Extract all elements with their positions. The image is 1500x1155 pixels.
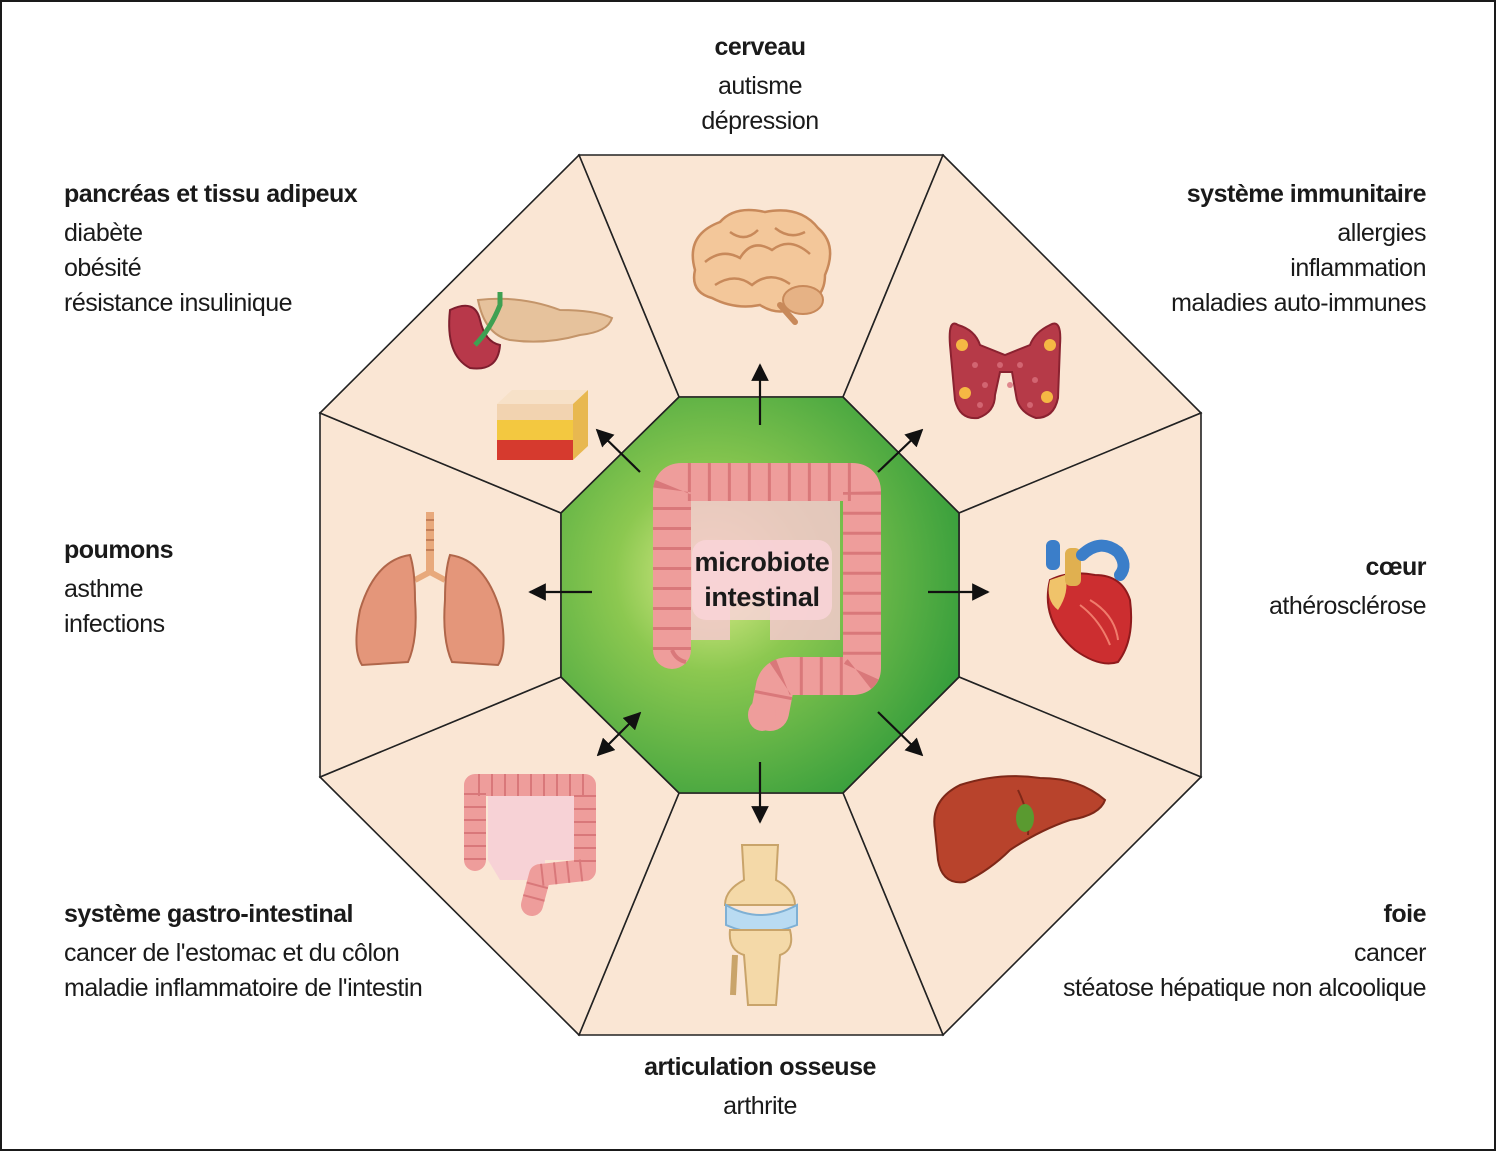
label-poumons-item: infections	[64, 610, 165, 638]
arrow-up-left	[595, 428, 641, 473]
label-cerveau: cerveau autisme dépression	[610, 30, 910, 139]
arrow-down-right	[877, 711, 924, 757]
label-foie-item: stéatose hépatique non alcoolique	[1063, 974, 1426, 1002]
label-gastro-item: cancer de l'estomac et du côlon	[64, 939, 400, 967]
intestine-icon	[464, 774, 596, 916]
label-coeur-title: cœur	[1365, 553, 1427, 581]
label-gastro: système gastro-intestinal cancer de l'es…	[64, 897, 524, 1006]
center-label-line1: microbiote	[694, 547, 829, 577]
label-immunitaire-item: allergies	[1337, 219, 1426, 247]
center-label-line2: intestinal	[704, 582, 820, 612]
adipose-tissue-icon	[497, 390, 588, 460]
label-cerveau-item: autisme	[717, 72, 803, 100]
label-foie-title: foie	[1383, 900, 1427, 928]
label-poumons-title: poumons	[64, 536, 174, 564]
outer-segments	[318, 153, 1203, 1037]
arrows	[528, 363, 990, 824]
label-immunitaire: système immunitaire allergies inflammati…	[1066, 177, 1426, 321]
label-poumons-item: asthme	[64, 575, 143, 603]
heart-icon	[1046, 539, 1133, 665]
arrow-down-left	[596, 711, 642, 757]
label-immunitaire-title: système immunitaire	[1186, 180, 1427, 208]
label-pancreas-title: pancréas et tissu adipeux	[64, 180, 358, 208]
label-foie-item: cancer	[1353, 939, 1427, 967]
label-articulation: articulation osseuse arthrite	[580, 1050, 940, 1124]
liver-icon	[933, 775, 1107, 884]
label-gastro-title: système gastro-intestinal	[64, 900, 354, 928]
center-label-backdrop	[692, 540, 832, 620]
label-coeur-item: athérosclérose	[1269, 592, 1426, 620]
pancreas-icon	[448, 292, 614, 370]
label-pancreas-item: résistance insulinique	[64, 289, 293, 317]
label-cerveau-title: cerveau	[714, 33, 806, 61]
label-cerveau-item: dépression	[701, 107, 819, 135]
label-coeur: cœur athérosclérose	[1166, 550, 1426, 624]
label-foie: foie cancer stéatose hépatique non alcoo…	[1006, 897, 1426, 1006]
label-gastro-item: maladie inflammatoire de l'intestin	[64, 974, 423, 1002]
label-poumons: poumons asthme infections	[64, 533, 324, 642]
thyroid-icon	[948, 322, 1062, 420]
brain-icon	[691, 208, 832, 325]
label-immunitaire-item: maladies auto-immunes	[1171, 289, 1426, 317]
label-articulation-item: arthrite	[723, 1092, 797, 1120]
lungs-icon	[355, 512, 505, 667]
label-articulation-title: articulation osseuse	[644, 1053, 876, 1081]
label-pancreas: pancréas et tissu adipeux diabète obésit…	[64, 177, 424, 321]
label-pancreas-item: diabète	[64, 219, 143, 247]
knee-joint-icon	[723, 844, 798, 1006]
label-pancreas-item: obésité	[64, 254, 142, 282]
arrow-up-right	[877, 428, 924, 473]
label-immunitaire-item: inflammation	[1290, 254, 1426, 282]
